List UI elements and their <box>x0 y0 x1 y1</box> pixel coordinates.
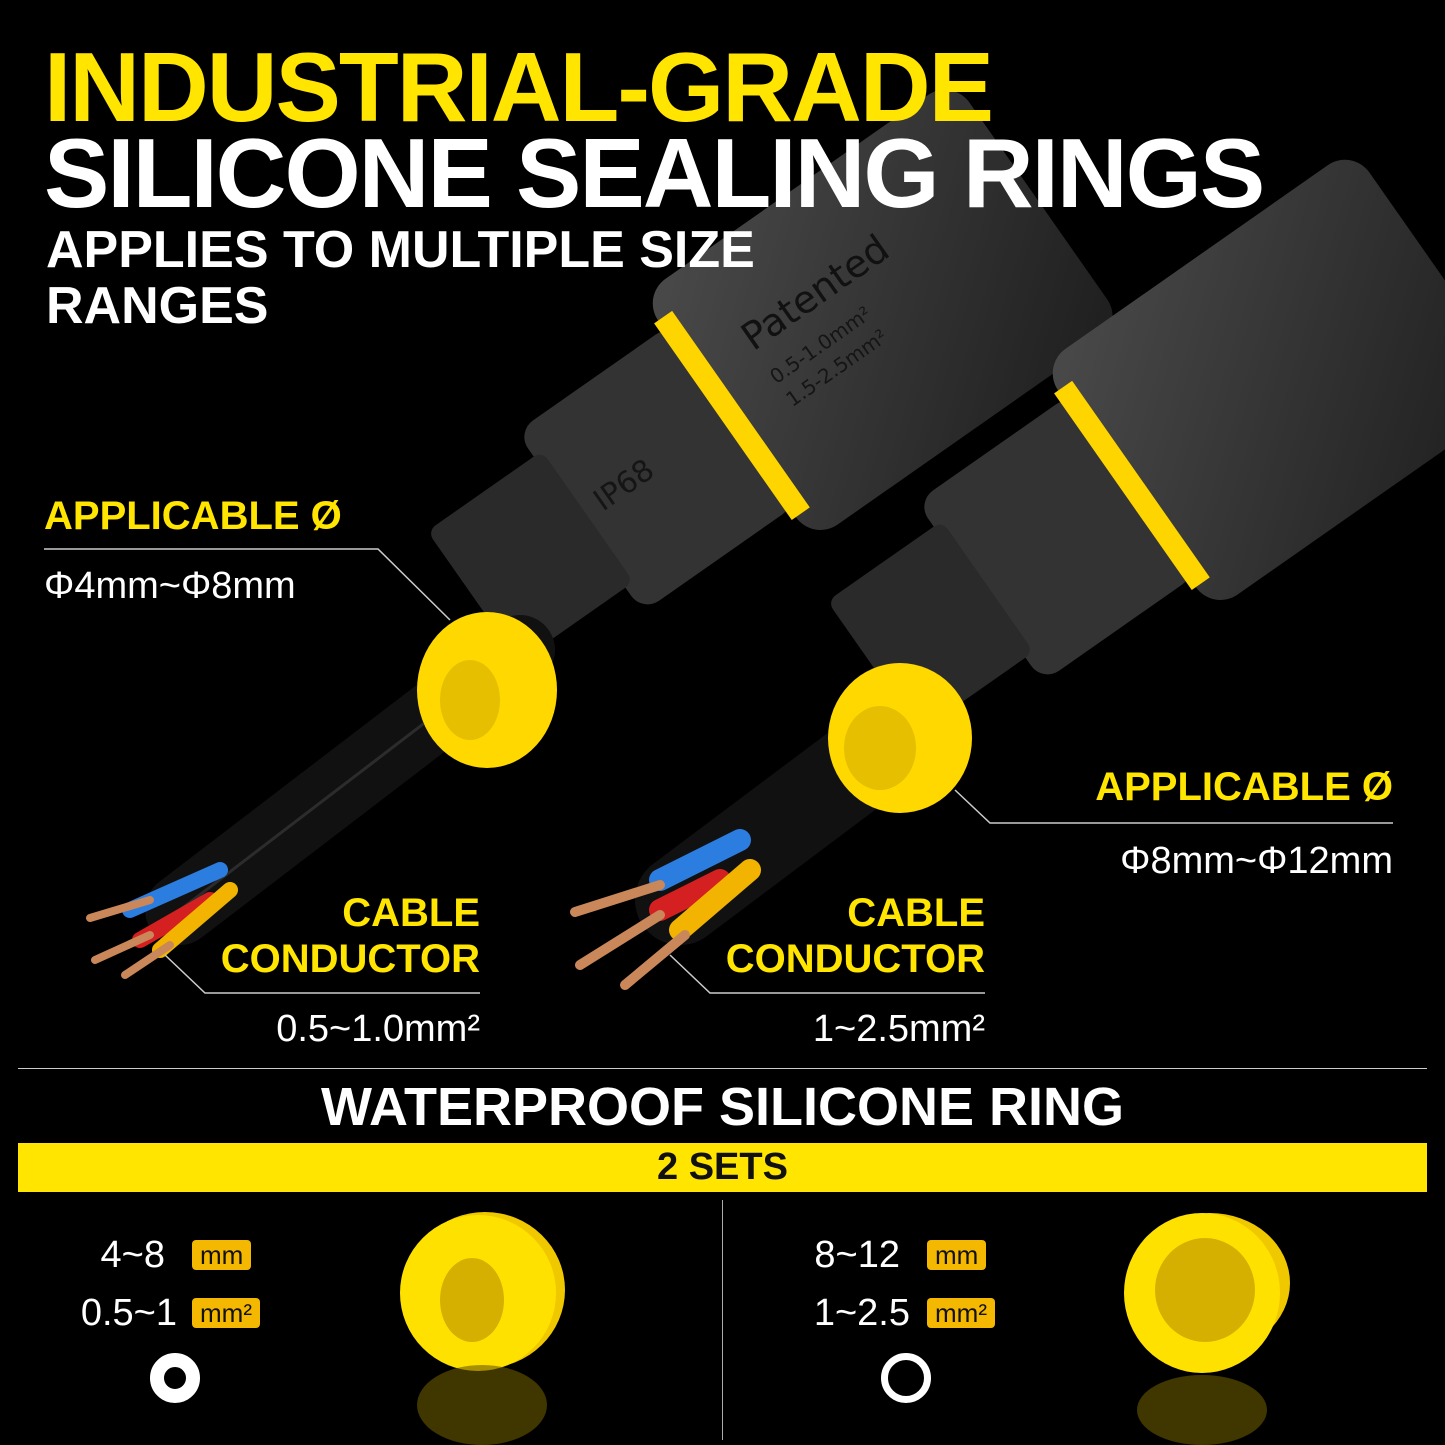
silicone-ring-large-image <box>1124 1213 1290 1445</box>
subtitle: APPLIES TO MULTIPLE SIZE RANGES <box>46 221 755 335</box>
label-line: CONDUCTOR <box>725 937 985 981</box>
section-title: WATERPROOF SILICONE RING <box>320 1077 1124 1137</box>
large-ring-icon <box>881 1353 931 1403</box>
wires-left <box>86 862 238 979</box>
leader-line-3 <box>164 954 480 994</box>
title-line-1: INDUSTRIAL-GRADE <box>44 32 994 142</box>
title-line-2: SILICONE SEALING RINGS <box>44 118 1265 228</box>
sets-banner: 2 SETS <box>18 1143 1427 1192</box>
callout-value-conductor-large: 1~2.5mm² <box>812 1008 985 1050</box>
column-divider <box>722 1200 723 1440</box>
label-line: CABLE <box>847 891 985 935</box>
ring-1-diameter-unit: mm <box>192 1240 252 1270</box>
ring-2-diameter: 8~12 <box>814 1234 900 1276</box>
small-ring-icon <box>150 1353 200 1403</box>
callout-value-large-diameter: Φ8mm~Φ12mm <box>1120 840 1393 882</box>
ring-2-area: 1~2.5 <box>813 1292 910 1334</box>
ring-1-area: 0.5~1 <box>80 1292 177 1334</box>
silicone-ring-small-image <box>400 1212 565 1445</box>
callout-label-large-diameter: APPLICABLE Ø <box>1095 765 1393 809</box>
ring-2-area-unit: mm² <box>927 1298 995 1328</box>
leader-line-1 <box>44 548 451 621</box>
label-line: CABLE <box>342 891 480 935</box>
ring-1-area-unit: mm² <box>192 1298 260 1328</box>
wires-right <box>570 829 761 990</box>
connector-product-illustration: Patented 0.5-1.0mm² 1.5-2.5mm² IP68 <box>44 89 1445 994</box>
divider <box>18 1068 1427 1069</box>
label-line: CONDUCTOR <box>220 937 480 981</box>
callout-value-small-diameter: Φ4mm~Φ8mm <box>44 565 296 607</box>
ring-2-diameter-unit: mm <box>927 1240 987 1270</box>
leader-line-2 <box>954 789 1393 824</box>
leader-line-4 <box>669 954 985 994</box>
connector-left: Patented 0.5-1.0mm² 1.5-2.5mm² IP68 <box>431 89 1113 659</box>
callout-value-conductor-small: 0.5~1.0mm² <box>276 1008 480 1050</box>
connector-right <box>831 159 1445 729</box>
ring-1-diameter: 4~8 <box>100 1234 165 1276</box>
callout-label-small-diameter: APPLICABLE Ø <box>44 494 342 538</box>
